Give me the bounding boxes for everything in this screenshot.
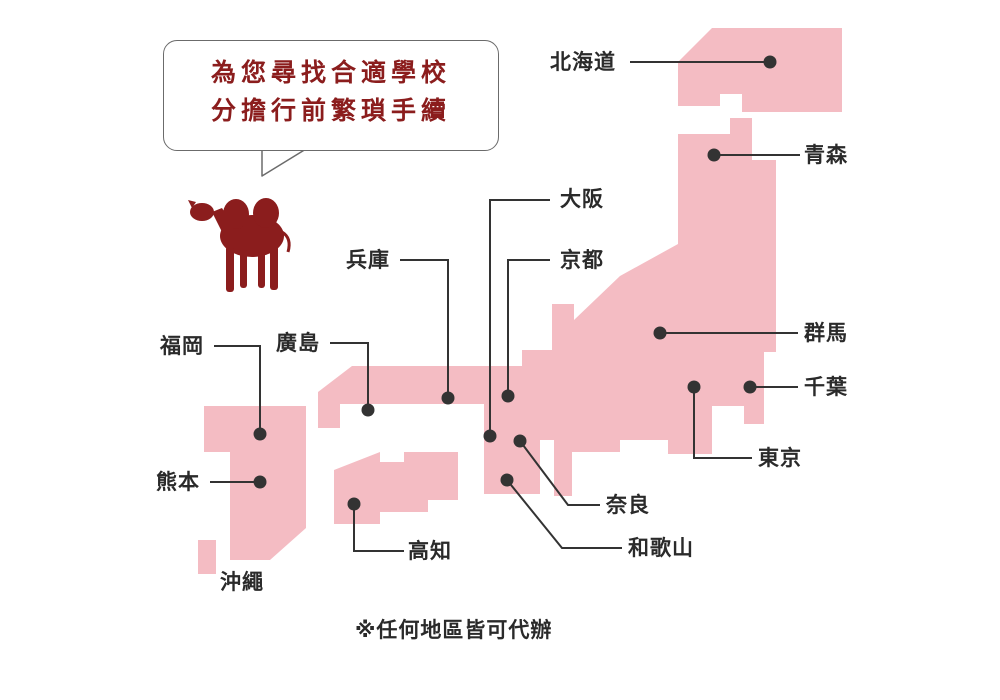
label-hokkaido: 北海道 xyxy=(550,50,616,74)
label-kochi: 高知 xyxy=(408,539,452,563)
dot-fukuoka xyxy=(253,427,267,441)
honshu-island xyxy=(318,118,776,496)
dot-hiroshima xyxy=(361,403,375,417)
label-hyogo: 兵庫 xyxy=(346,248,390,272)
label-aomori: 青森 xyxy=(804,143,848,167)
dot-chiba xyxy=(743,380,757,394)
leader-kyoto xyxy=(507,259,550,396)
dot-hokkaido xyxy=(763,55,777,69)
leader-tokyo xyxy=(693,387,752,459)
speech-bubble-text: 為您尋找合適學校 分擔行前繁瑣手續 xyxy=(163,54,499,130)
dot-tokyo xyxy=(687,380,701,394)
dot-hyogo xyxy=(441,391,455,405)
label-wakayama: 和歌山 xyxy=(628,536,694,560)
okinawa-island xyxy=(198,540,216,574)
leader-kochi xyxy=(353,504,404,552)
leader-osaka xyxy=(489,199,550,436)
label-fukuoka: 福岡 xyxy=(160,334,204,358)
leader-hiroshima xyxy=(330,342,369,410)
dot-kyoto xyxy=(501,389,515,403)
label-gunma: 群馬 xyxy=(804,321,848,345)
label-kyoto: 京都 xyxy=(560,248,604,272)
dot-gunma xyxy=(653,326,667,340)
label-kumamoto: 熊本 xyxy=(156,470,200,494)
bubble-line-1: 為您尋找合適學校 xyxy=(210,58,451,87)
hokkaido-island xyxy=(678,28,842,112)
leader-wakayama xyxy=(506,479,622,549)
label-tokyo: 東京 xyxy=(758,446,802,470)
leader-nara xyxy=(519,440,600,506)
label-okinawa: 沖繩 xyxy=(220,570,264,594)
location-dots xyxy=(253,55,777,511)
label-osaka: 大阪 xyxy=(560,187,604,211)
speech-bubble xyxy=(163,40,499,151)
dot-wakayama xyxy=(500,473,514,487)
leader-fukuoka xyxy=(214,345,261,434)
speech-bubble-tail xyxy=(261,148,307,177)
dot-aomori xyxy=(707,148,721,162)
dot-nara xyxy=(513,434,527,448)
footnote: ※任何地區皆可代辦 xyxy=(355,618,553,642)
dot-osaka xyxy=(483,429,497,443)
dot-kochi xyxy=(347,497,361,511)
bubble-line-2: 分擔行前繁瑣手續 xyxy=(210,96,451,125)
label-hiroshima: 廣島 xyxy=(276,331,320,355)
shikoku-island xyxy=(334,452,458,524)
leader-lines xyxy=(210,61,800,552)
label-nara: 奈良 xyxy=(606,493,650,517)
label-chiba: 千葉 xyxy=(804,375,848,399)
leader-hyogo xyxy=(400,259,449,398)
dot-kumamoto xyxy=(253,475,267,489)
camel-icon xyxy=(188,198,291,292)
